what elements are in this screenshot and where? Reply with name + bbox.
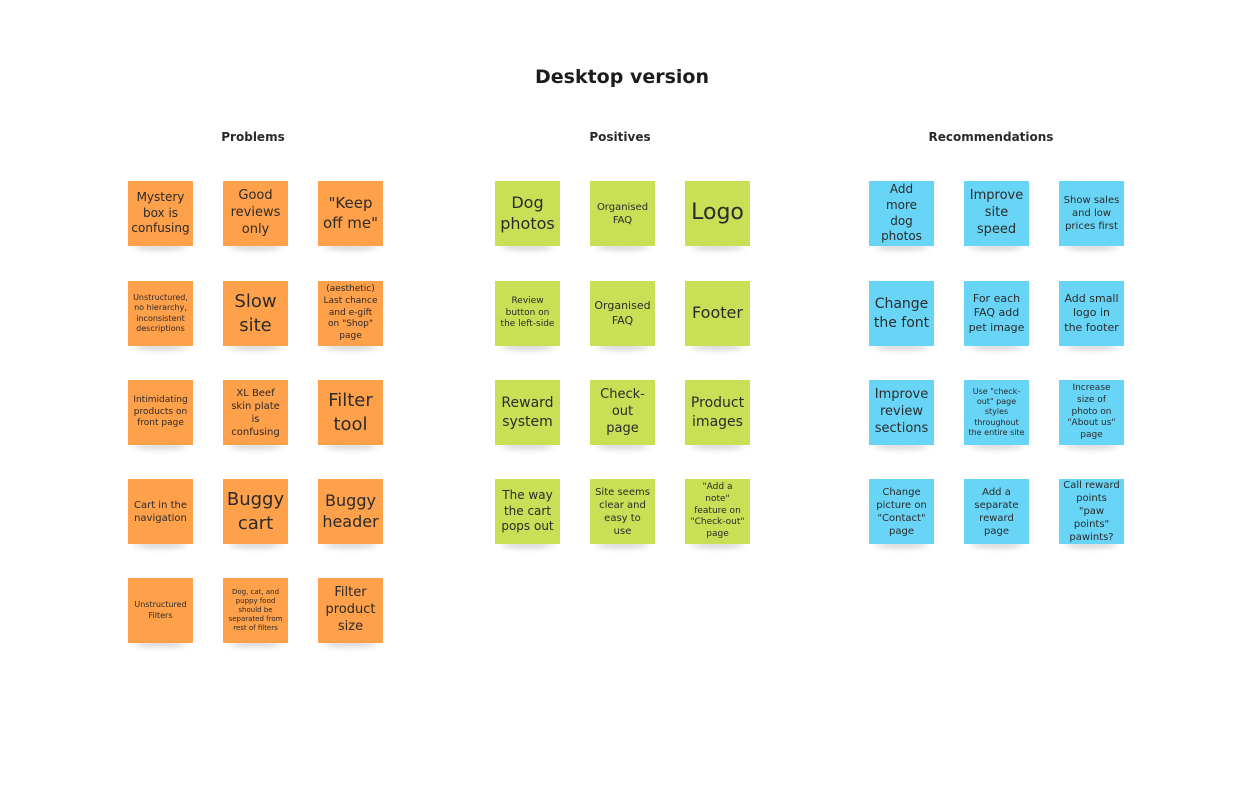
note-text: Logo [691,200,744,226]
positive-note[interactable]: Review button on the left-side [495,281,560,346]
note-text: Reward system [501,395,554,430]
note-text: Dog photos [500,192,555,233]
note-text: The way the cart pops out [501,488,554,534]
note-text: Add more dog photos [881,182,922,244]
recommendation-note[interactable]: Show sales and low prices first [1059,181,1124,246]
note-text: For each FAQ add pet image [968,292,1025,334]
note-text: Slow site [234,291,277,336]
note-text: Organised FAQ [596,201,649,226]
positive-note[interactable]: The way the cart pops out [495,479,560,544]
problem-note[interactable]: Filter product size [318,578,383,643]
problem-note[interactable]: Unstructured Filters [128,578,193,643]
note-text: Site seems clear and easy to use [595,486,650,537]
problem-note[interactable]: "Keep off me" [318,181,383,246]
note-text: Filter tool [328,390,373,435]
note-text: Buggy header [322,490,379,531]
recommendation-note[interactable]: Change picture on "Contact" page [869,479,934,544]
note-text: Mystery box is confusing [131,190,190,236]
note-text: Improve site speed [969,188,1024,237]
positive-note[interactable]: Product images [685,380,750,445]
note-text: Intimidating products on front page [133,394,188,429]
note-text: Dog, cat, and puppy food should be separ… [228,587,283,633]
note-text: Add small logo in the footer [1064,292,1119,334]
note-text: Show sales and low prices first [1063,195,1120,232]
recommendation-note[interactable]: Increase size of photo on "About us" pag… [1059,380,1124,445]
positive-note[interactable]: "Add a note" feature on "Check-out" page [685,479,750,544]
column-title-positives: Positives [589,130,651,144]
problem-note[interactable]: Dog, cat, and puppy food should be separ… [223,578,288,643]
recommendation-note[interactable]: Use "check-out" page styles throughout t… [964,380,1029,445]
positive-note[interactable]: Dog photos [495,181,560,246]
note-text: (aesthetic) Last chance and e-gift on "S… [323,284,378,342]
column-title-recommendations: Recommendations [928,130,1054,144]
problem-note[interactable]: Buggy header [318,479,383,544]
note-text: Good reviews only [230,188,281,237]
problem-note[interactable]: Good reviews only [223,181,288,246]
note-text: Add a separate reward page [974,486,1019,537]
problem-note[interactable]: Cart in the navigation [128,479,193,544]
note-text: "Keep off me" [322,194,379,232]
positive-note[interactable]: Footer [685,281,750,346]
recommendation-note[interactable]: Change the font [869,281,934,346]
recommendation-note[interactable]: Call reward points "paw points" pawints? [1059,479,1124,544]
problem-note[interactable]: Buggy cart [223,479,288,544]
problem-note[interactable]: Slow site [223,281,288,346]
note-text: Improve review sections [874,387,929,436]
note-text: Footer [692,303,743,323]
recommendation-note[interactable]: Add small logo in the footer [1059,281,1124,346]
positive-note[interactable]: Site seems clear and easy to use [590,479,655,544]
recommendation-note[interactable]: Improve review sections [869,380,934,445]
problem-note[interactable]: Filter tool [318,380,383,445]
recommendation-note[interactable]: Add a separate reward page [964,479,1029,544]
note-text: Unstructured, no hierarchy, inconsistent… [133,292,188,333]
column-title-problems: Problems [221,130,285,144]
recommendation-note[interactable]: Add more dog photos [869,181,934,246]
note-text: Change the font [873,296,930,331]
problem-note[interactable]: (aesthetic) Last chance and e-gift on "S… [318,281,383,346]
note-text: Unstructured Filters [134,600,187,620]
problem-note[interactable]: Mystery box is confusing [128,181,193,246]
recommendation-note[interactable]: For each FAQ add pet image [964,281,1029,346]
note-text: XL Beef skin plate is confusing [231,387,280,438]
problem-note[interactable]: XL Beef skin plate is confusing [223,380,288,445]
note-text: Review button on the left-side [500,295,555,330]
note-text: Use "check-out" page styles throughout t… [968,386,1025,438]
note-text: Product images [690,395,745,430]
problem-note[interactable]: Intimidating products on front page [128,380,193,445]
positive-note[interactable]: Organised FAQ [590,281,655,346]
note-text: Increase size of photo on "About us" pag… [1067,383,1116,441]
note-text: Check-out page [600,387,645,436]
board-title: Desktop version [535,66,709,88]
note-text: Call reward points "paw points" pawints? [1063,480,1120,543]
note-text: Change picture on "Contact" page [876,486,927,537]
recommendation-note[interactable]: Improve site speed [964,181,1029,246]
note-text: Cart in the navigation [133,499,188,524]
positive-note[interactable]: Logo [685,181,750,246]
positive-note[interactable]: Organised FAQ [590,181,655,246]
problem-note[interactable]: Unstructured, no hierarchy, inconsistent… [128,281,193,346]
positive-note[interactable]: Check-out page [590,380,655,445]
note-text: Organised FAQ [594,299,651,327]
note-text: Buggy cart [226,489,285,534]
positive-note[interactable]: Reward system [495,380,560,445]
note-text: Filter product size [325,585,376,634]
note-text: "Add a note" feature on "Check-out" page [690,482,745,540]
